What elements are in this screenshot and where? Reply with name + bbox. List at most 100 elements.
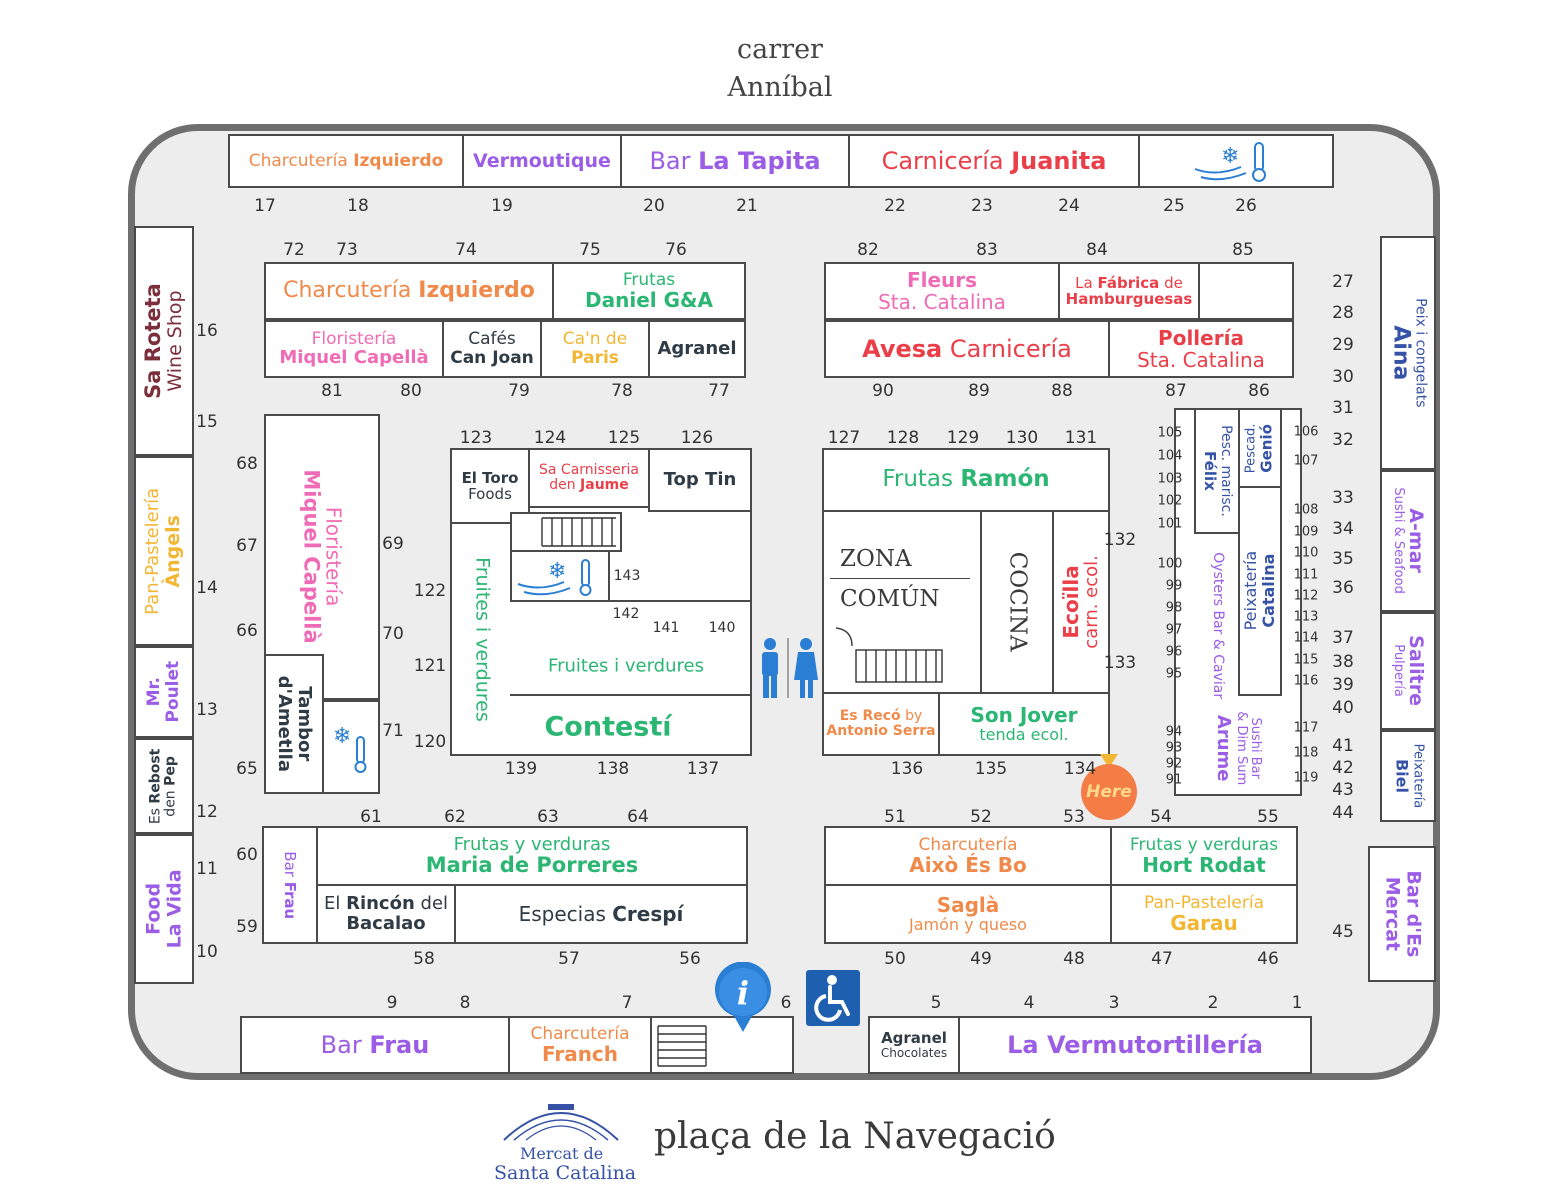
stall-ecoilla[interactable]: Ecoïlla carn. ecol. xyxy=(1052,510,1110,694)
stall-floristeria-miquel-capella[interactable]: Floristería Miquel Capellà xyxy=(264,320,444,378)
stall-charcuteria-franch[interactable]: Charcutería Franch xyxy=(508,1016,652,1074)
stall-name: Ecoïlla xyxy=(1059,565,1084,639)
stall-agranel[interactable]: Agranel xyxy=(648,320,746,378)
stall-cafes-can-joan[interactable]: Cafés Can Joan xyxy=(442,320,542,378)
stall-label: & Dim Sum xyxy=(1233,711,1249,785)
stall-label: tenda ecol. xyxy=(979,725,1069,745)
stall-sa-carnisseria-den-jaume[interactable]: Sa Carnisseria den Jaume xyxy=(528,448,650,508)
stall-pesc-marisc-felix[interactable]: Pesc. marisc. Félix xyxy=(1194,408,1240,534)
stall-name: Això És Bo xyxy=(909,853,1027,878)
stall-arume[interactable]: Sushi Bar & Dim Sum Arume xyxy=(1196,700,1280,796)
stall-la-fabrica-de-hamburguesas[interactable]: La Fábrica de Hamburguesas xyxy=(1058,262,1200,320)
stall-top-tin[interactable]: Top Tin xyxy=(648,448,752,512)
stall-aixo-es-bo[interactable]: Charcutería Això És Bo xyxy=(824,826,1112,886)
stall-avesa-carniceria[interactable]: Avesa Carnicería xyxy=(824,320,1110,378)
logo-text-line2: Santa Catalina xyxy=(494,1162,637,1184)
stall-fleurs-sta-catalina[interactable]: Fleurs Sta. Catalina xyxy=(824,262,1060,320)
stall-number: 57 xyxy=(558,949,580,969)
stall-name: Izquierdo xyxy=(353,150,444,171)
stall-name: Hort Rodat xyxy=(1142,853,1266,878)
snowflake-thermometer-icon: ❄ xyxy=(1194,142,1266,182)
snowflake-thermometer-icon: ❄ xyxy=(333,724,367,773)
stall-frutas-daniel[interactable]: Frutas Daniel G&A xyxy=(552,262,746,320)
stall-peixateria-biel[interactable]: Peixatería Biel xyxy=(1380,730,1436,822)
stall-number: 11 xyxy=(196,859,218,879)
stall-label: Frutas y verduras xyxy=(1129,834,1279,855)
stall-pan-pasteleria-garau[interactable]: Pan-Pastelería Garau xyxy=(1110,884,1298,944)
stall-number: 143 xyxy=(613,568,641,584)
stall-label: del xyxy=(420,893,449,915)
stall-food-la-vida[interactable]: Food La Vida xyxy=(134,834,194,984)
stall-especias-crespi[interactable]: Especias Crespí xyxy=(454,884,748,944)
street-name-top-line2: Anníbal xyxy=(727,72,833,103)
stall-peixateria-catalina[interactable]: Peixatería Catalina xyxy=(1238,486,1282,696)
stall-sa-roteta-wine-shop[interactable]: Sa Roteta Wine Shop xyxy=(134,226,194,456)
wheelchair-accessibility-icon xyxy=(806,970,860,1026)
stall-name: Juanita xyxy=(1011,146,1107,175)
stall-name: Rebost xyxy=(147,748,164,804)
stall-oysters-bar-caviar[interactable]: Oysters Bar & Caviar xyxy=(1196,534,1238,718)
stall-maria-de-porreres[interactable]: Frutas y verduras Maria de Porreres xyxy=(316,826,748,886)
stall-number: 77 xyxy=(708,381,730,401)
stall-number: 42 xyxy=(1332,758,1354,778)
stall-bar-frau[interactable]: Bar Frau xyxy=(240,1016,510,1074)
stall-floristeria-vertical[interactable]: Floristería Miquel Capellà xyxy=(264,414,380,700)
information-icon[interactable]: i xyxy=(712,962,774,1034)
stall-hort-rodat[interactable]: Frutas y verduras Hort Rodat xyxy=(1110,826,1298,886)
stall-charcuteria-izquierdo-top[interactable]: Charcutería Izquierdo xyxy=(228,134,464,188)
stall-number: 59 xyxy=(236,917,258,937)
stall-carniceria-juanita[interactable]: Carnicería Juanita xyxy=(848,134,1140,188)
stairs-icon xyxy=(657,1025,707,1067)
stall-es-rebost-den-pep[interactable]: Es Rebost den Pep xyxy=(134,738,194,834)
stall-tambor-dametlla[interactable]: Tambor d'Ametlla xyxy=(264,654,324,794)
stall-el-rincon-del-bacalao[interactable]: El Rincón del Bacalao xyxy=(316,884,456,944)
stall-pescad-genio[interactable]: Pescad. Genió xyxy=(1238,408,1282,488)
stairs-upper xyxy=(510,512,622,552)
stall-bar-des-mercat[interactable]: Bar d'Es Mercat xyxy=(1368,846,1436,982)
stall-aina[interactable]: Peix i congelats Aina xyxy=(1380,236,1436,470)
stall-label: La xyxy=(1075,273,1093,292)
stall-es-reco[interactable]: Es Recó by Antonio Serra xyxy=(822,692,940,756)
stall-number: 113 xyxy=(1293,609,1319,625)
stall-bar-frau-vertical[interactable]: Bar Frau xyxy=(262,826,318,944)
stall-can-de-paris[interactable]: Ca'n de Paris xyxy=(540,320,650,378)
stall-number: 48 xyxy=(1063,949,1085,969)
stall-number: 22 xyxy=(884,196,906,216)
stall-number: 51 xyxy=(884,807,906,827)
stall-number: 61 xyxy=(360,807,382,827)
stall-number: 89 xyxy=(968,381,990,401)
stall-number: 122 xyxy=(413,581,447,601)
stall-pan-pasteleria-angels[interactable]: Pan-Pastelería Àngels xyxy=(134,456,194,646)
stall-number: 106 xyxy=(1293,424,1319,440)
stall-number: 119 xyxy=(1293,770,1319,786)
stall-label: Peixatería xyxy=(1409,743,1425,809)
stall-number: 109 xyxy=(1293,524,1319,540)
stall-son-jover[interactable]: Son Jover tenda ecol. xyxy=(938,692,1110,756)
stall-number: 116 xyxy=(1293,673,1319,689)
stall-number: 112 xyxy=(1293,588,1319,604)
stall-salitre[interactable]: Salitre Pulpería xyxy=(1380,612,1436,730)
stall-la-vermutortilleria[interactable]: La Vermutortillería xyxy=(958,1016,1312,1074)
stall-number: 80 xyxy=(400,381,422,401)
stall-number: 30 xyxy=(1332,367,1354,387)
stall-number: 72 xyxy=(283,240,305,260)
stall-mr-poulet[interactable]: Mr. Poulet xyxy=(134,646,194,738)
stall-a-mar[interactable]: A-mar Sushi & Seafood xyxy=(1380,470,1436,612)
stall-number: 14 xyxy=(196,578,218,598)
stall-sagla[interactable]: Saglà Jamón y queso xyxy=(824,884,1112,944)
stall-number: 126 xyxy=(680,428,714,448)
stall-agranel-chocolates[interactable]: Agranel Chocolates xyxy=(868,1016,960,1074)
stall-bar-la-tapita[interactable]: Bar La Tapita xyxy=(620,134,850,188)
stall-fruites-i-verdures-inner[interactable] xyxy=(510,600,752,696)
stall-number: 7 xyxy=(621,993,633,1013)
stall-frutas-ramon[interactable]: Frutas Ramón xyxy=(822,448,1110,512)
stall-name: Mercat xyxy=(1381,876,1403,952)
stall-number: 105 xyxy=(1157,425,1183,441)
stall-number: 62 xyxy=(444,807,466,827)
stall-polleria-sta-catalina[interactable]: Pollería Sta. Catalina xyxy=(1108,320,1294,378)
stall-vermoutique[interactable]: Vermoutique xyxy=(462,134,622,188)
stall-label: Charcutería xyxy=(248,150,348,171)
stall-fruites-i-verdures-vertical[interactable]: Fruites i verdures xyxy=(452,524,512,754)
stall-contesti[interactable]: Contestí xyxy=(544,711,672,743)
stall-charcuteria-izquierdo[interactable]: Charcutería Izquierdo xyxy=(264,262,554,320)
